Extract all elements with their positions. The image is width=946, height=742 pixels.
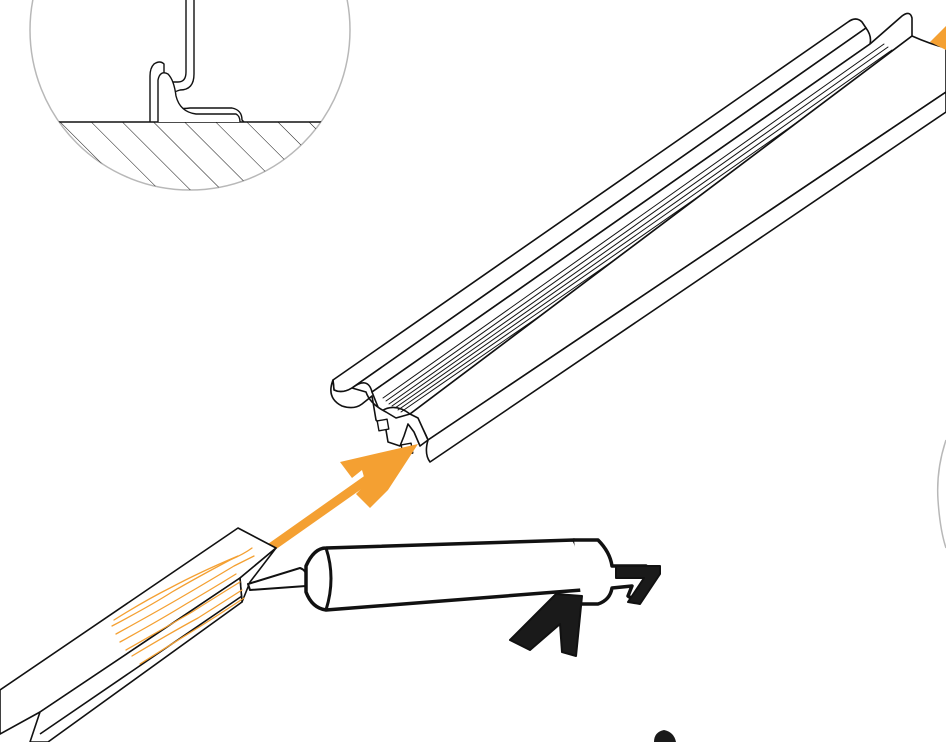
extruded-edge-profile: [331, 13, 946, 462]
profile-slot: [377, 419, 389, 431]
gun-trigger: [510, 594, 582, 656]
arrow-main-head: [340, 444, 418, 508]
gun-cartridge: [306, 540, 582, 610]
panel-top-face: [0, 528, 276, 734]
cross-section-detail: [20, 0, 360, 202]
detail-circle-partial: [938, 440, 946, 548]
profile-front-wall: [410, 36, 946, 440]
tool-fragment: [654, 730, 676, 742]
caulking-gun: [248, 540, 660, 656]
panel-edge: [0, 528, 276, 742]
detail-hatched-substrate: [20, 122, 360, 202]
arrow-up-right-icon: [270, 444, 418, 548]
